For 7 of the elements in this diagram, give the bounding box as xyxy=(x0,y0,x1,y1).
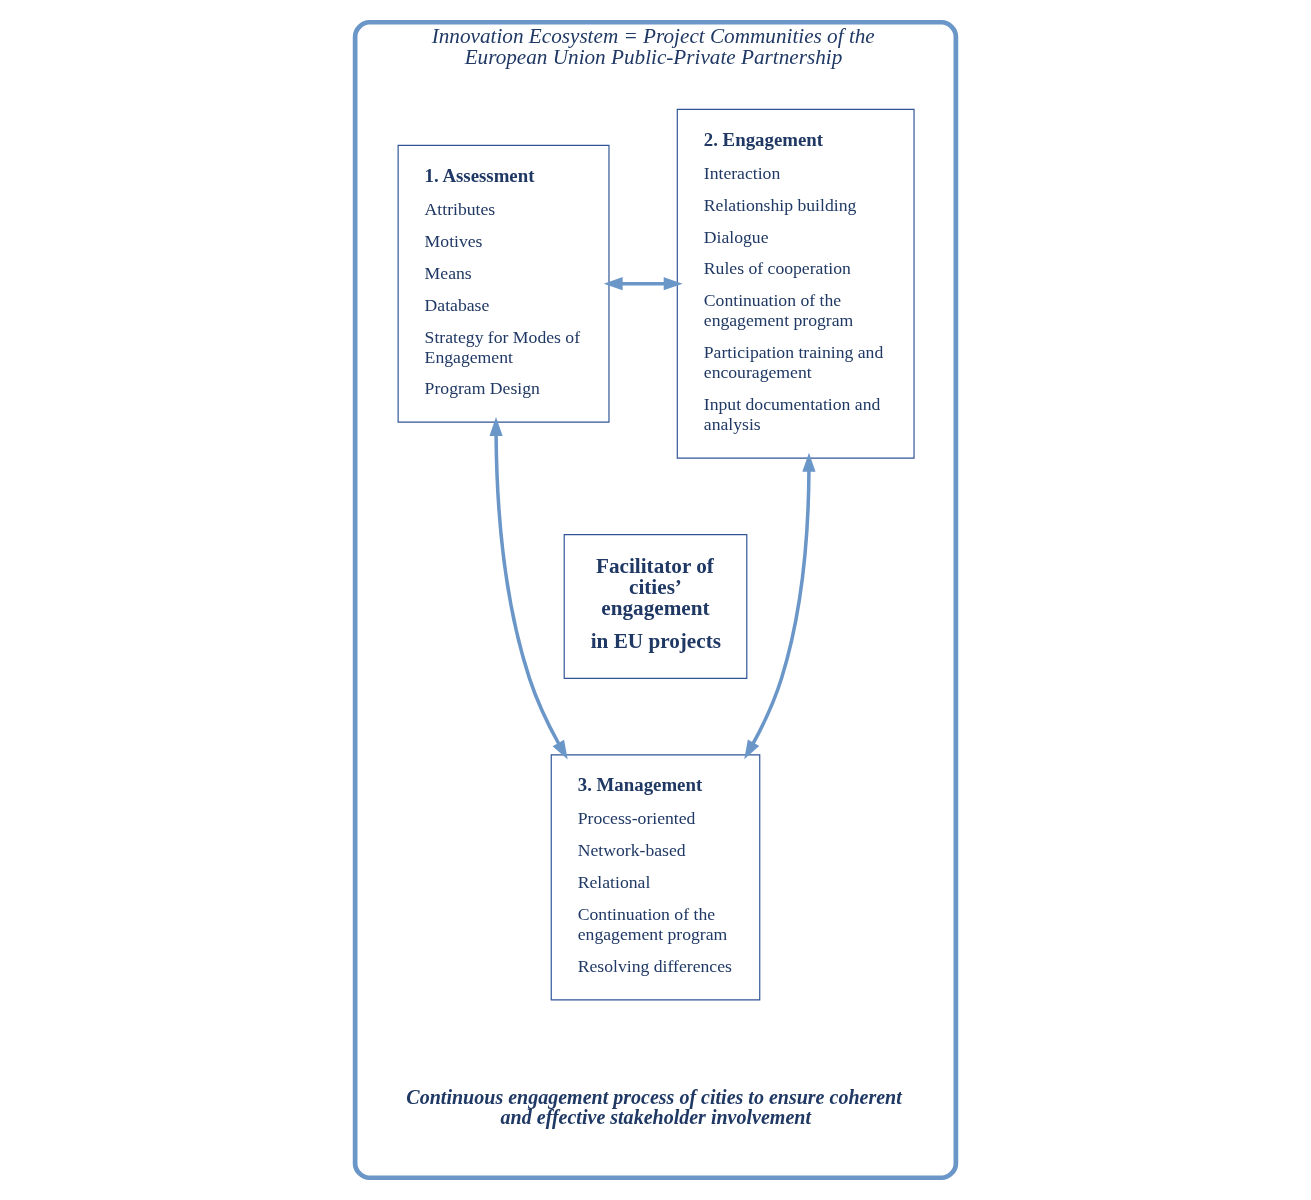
node-box: Facilitator of cities’ engagement in EU projects xyxy=(563,534,748,679)
arrow xyxy=(489,417,568,760)
node-box: 3. Management Process-oriented Network-based Relational Continuation of the engagement program Resolving differences xyxy=(550,754,761,1001)
node-box: 1. Assessment Attributes Motives Means Database Strategy for Modes of Engagement Program Design xyxy=(397,144,610,423)
arrow xyxy=(744,452,816,760)
node-box: 2. Engagement Interaction Relationship building Dialogue Rules of cooperation Continuation of the engagement program Participation training and encouragement Input documentation and analysis xyxy=(676,108,915,459)
arrow xyxy=(603,277,683,291)
